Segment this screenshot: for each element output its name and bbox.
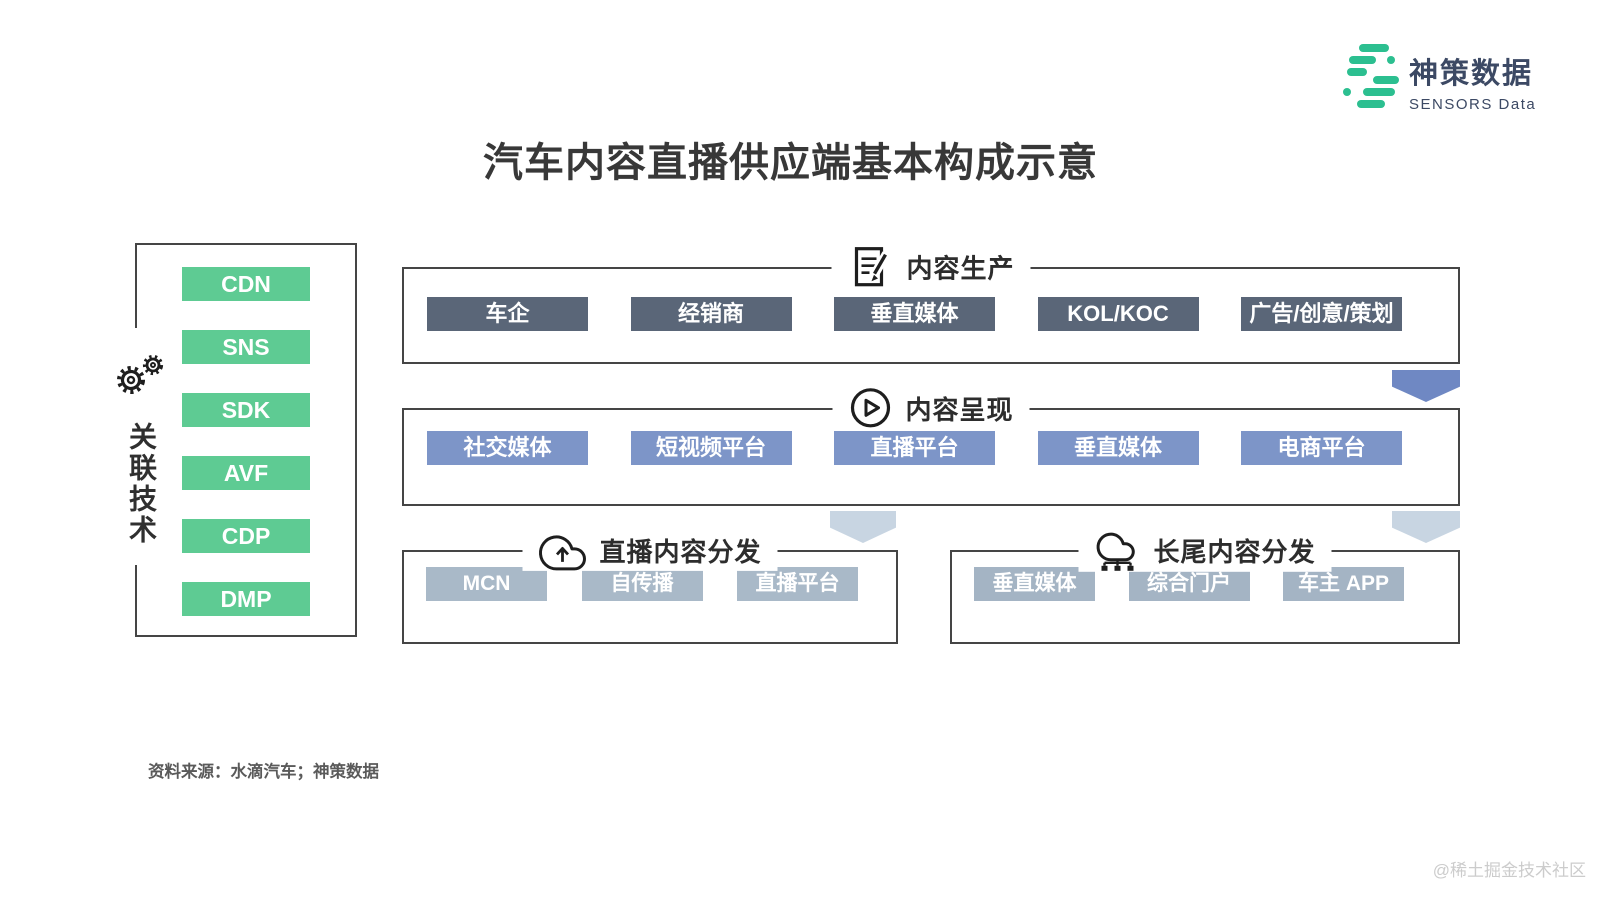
production-node: 经销商 <box>630 297 792 331</box>
down-arrow <box>1392 511 1460 543</box>
presentation-header: 内容呈现 <box>832 385 1030 430</box>
watermark: @稀土掘金技术社区 <box>1432 861 1586 880</box>
longtail-distribution-node: 垂直媒体 <box>974 567 1095 601</box>
presentation-node: 垂直媒体 <box>1037 431 1199 465</box>
production-node: 车企 <box>427 297 588 331</box>
sensors-data-logo: 神策数据 SENSORS Data <box>1343 44 1536 113</box>
tech-node: CDN <box>182 267 310 301</box>
logo-text: 神策数据 SENSORS Data <box>1409 44 1536 113</box>
production-node: 垂直媒体 <box>834 297 995 331</box>
tech-node: SDK <box>182 393 310 427</box>
down-arrow <box>830 511 896 543</box>
document-pencil-icon <box>847 244 893 290</box>
longtail-distribution-node: 综合门户 <box>1128 567 1250 601</box>
live-distribution-node: MCN <box>426 567 547 601</box>
tech-node: CDP <box>182 519 310 553</box>
section-title: 直播内容分发 <box>599 536 762 567</box>
page-title: 汽车内容直播供应端基本构成示意 <box>483 141 1098 185</box>
tech-node: AVF <box>182 456 310 490</box>
live-distribution-node: 直播平台 <box>737 567 858 601</box>
section-title: 长尾内容分发 <box>1153 536 1316 567</box>
presentation-node: 直播平台 <box>834 431 995 465</box>
presentation-node: 电商平台 <box>1241 431 1402 465</box>
presentation-box: 内容呈现 社交媒体 短视频平台 直播平台 垂直媒体 电商平台 <box>402 385 1460 506</box>
production-node: 广告/创意/策划 <box>1241 297 1402 331</box>
longtail-distribution-box: 长尾内容分发 垂直媒体 综合门户 车主 APP <box>950 527 1460 644</box>
related-tech-box: CDN SNS SDK AVF CDP DMP <box>135 243 357 637</box>
cloud-network-icon <box>1094 528 1140 572</box>
production-node: KOL/KOC <box>1037 297 1199 331</box>
related-tech-label: 关联技术 <box>123 418 161 550</box>
production-header: 内容生产 <box>831 243 1031 290</box>
source-note: 资料来源：水滴汽车；神策数据 <box>148 763 379 781</box>
down-arrow <box>1392 370 1460 402</box>
presentation-node: 社交媒体 <box>427 431 588 465</box>
logo-name-cn: 神策数据 <box>1409 58 1534 90</box>
live-distribution-box: 直播内容分发 MCN 自传播 直播平台 <box>402 528 898 644</box>
live-distribution-node: 自传播 <box>581 567 703 601</box>
section-title: 内容生产 <box>906 253 1015 284</box>
section-title: 内容呈现 <box>905 394 1014 425</box>
tech-node: SNS <box>182 330 310 364</box>
production-box: 内容生产 车企 经销商 垂直媒体 KOL/KOC 广告/创意/策划 <box>402 243 1460 364</box>
live-distribution-header: 直播内容分发 <box>522 528 778 571</box>
sensors-logo-mark <box>1343 44 1399 108</box>
logo-name-en: SENSORS Data <box>1409 96 1537 113</box>
longtail-distribution-header: 长尾内容分发 <box>1078 527 1332 572</box>
tech-node: DMP <box>182 582 310 616</box>
presentation-node: 短视频平台 <box>630 431 792 465</box>
longtail-distribution-node: 车主 APP <box>1283 567 1404 601</box>
gears-icon <box>110 350 168 400</box>
cloud-upload-icon <box>538 529 586 571</box>
play-circle-icon <box>848 386 892 430</box>
